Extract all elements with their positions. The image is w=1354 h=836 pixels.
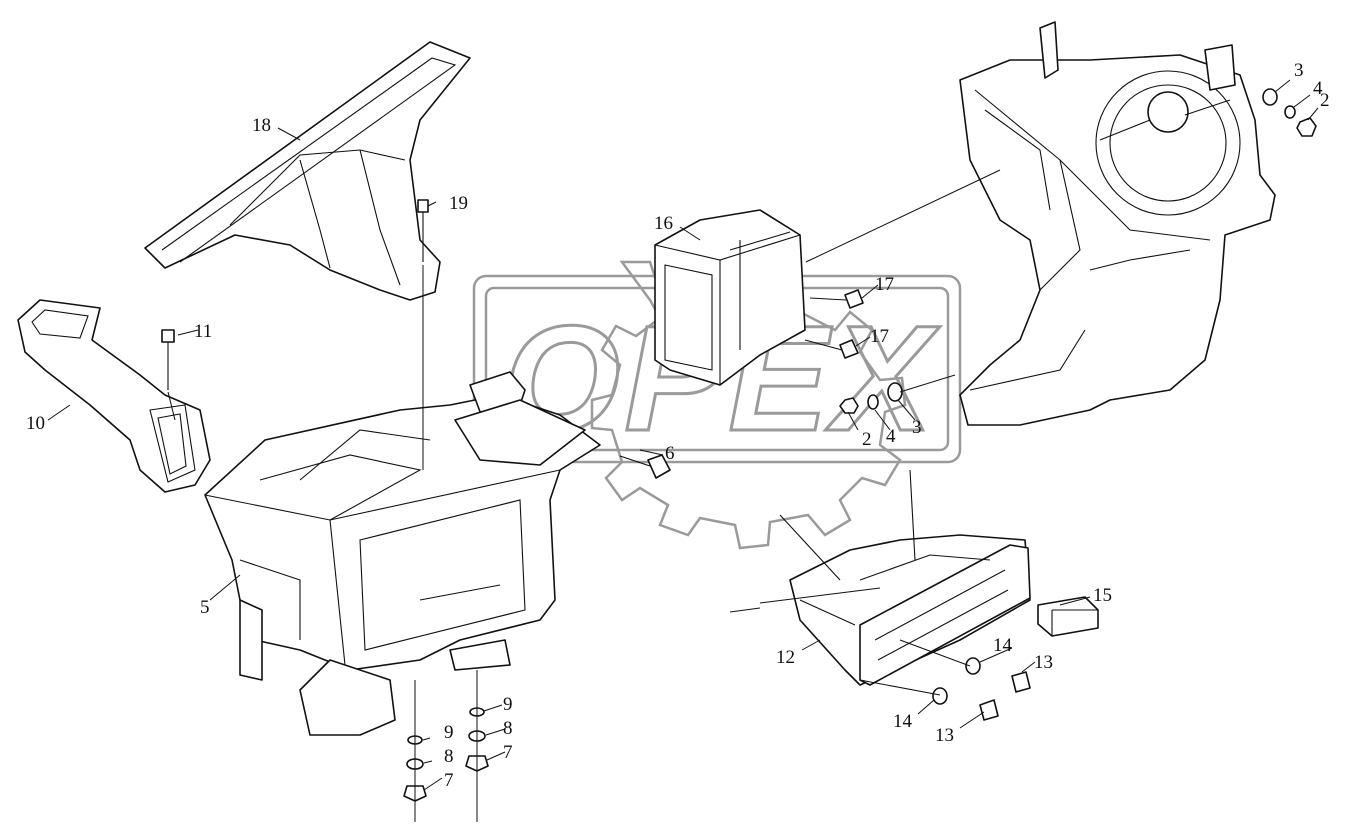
side-air-duct-part	[17, 299, 211, 493]
callout-7: 7	[503, 742, 513, 763]
duct-adapter-part	[654, 209, 806, 386]
callout-3: 3	[912, 417, 922, 438]
callout-13: 13	[935, 725, 954, 746]
callout-7: 7	[444, 770, 454, 791]
callout-labels: 18 19 16 17 17 11 10 6 5 9 8 7 9 8 7 3 4…	[26, 60, 1330, 791]
callout-8: 8	[444, 746, 454, 767]
callout-6: 6	[665, 443, 675, 464]
callout-18: 18	[252, 115, 271, 136]
callout-17: 17	[875, 274, 894, 295]
callout-5: 5	[200, 597, 210, 618]
control-panel-part	[729, 469, 1031, 686]
blower-housing-part	[959, 21, 1276, 426]
callout-11: 11	[194, 321, 212, 342]
callout-15: 15	[1093, 585, 1112, 606]
callout-14: 14	[993, 635, 1013, 656]
leader-lines	[47, 79, 1319, 822]
callout-9: 9	[444, 722, 454, 743]
callout-12: 12	[776, 647, 795, 668]
callout-16: 16	[654, 213, 673, 234]
callout-9: 9	[503, 694, 513, 715]
callout-13: 13	[1034, 652, 1053, 673]
callout-8: 8	[503, 718, 513, 739]
callout-4: 4	[886, 426, 896, 447]
callout-2: 2	[1320, 90, 1330, 111]
callout-17: 17	[870, 326, 889, 347]
fasteners-group	[161, 88, 1317, 802]
callout-14: 14	[893, 711, 913, 732]
callout-4: 4	[1313, 78, 1323, 99]
callout-10: 10	[26, 413, 45, 434]
callout-2: 2	[862, 429, 872, 450]
defroster-duct-part	[144, 41, 471, 301]
heater-housing-part	[204, 371, 601, 736]
callout-3: 3	[1294, 60, 1304, 81]
callout-19: 19	[449, 193, 468, 214]
resistor-part	[1037, 596, 1099, 637]
